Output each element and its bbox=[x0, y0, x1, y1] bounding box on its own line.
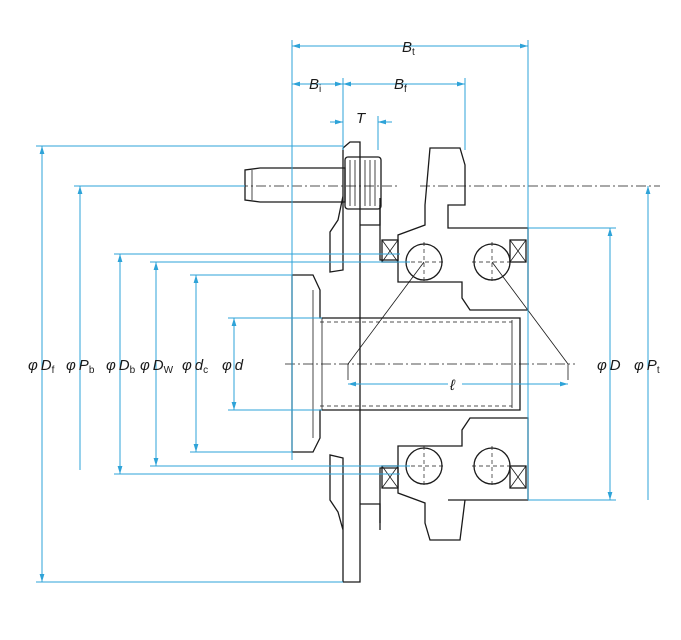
label-Bt: Bt bbox=[402, 39, 415, 58]
label-Bf: Bf bbox=[394, 76, 407, 95]
label-Bi: Bi bbox=[309, 76, 321, 95]
label-l: ℓ bbox=[449, 377, 456, 394]
hub-unit-outline bbox=[238, 141, 660, 583]
dimension-lines bbox=[36, 40, 651, 583]
label-T: T bbox=[356, 110, 367, 127]
